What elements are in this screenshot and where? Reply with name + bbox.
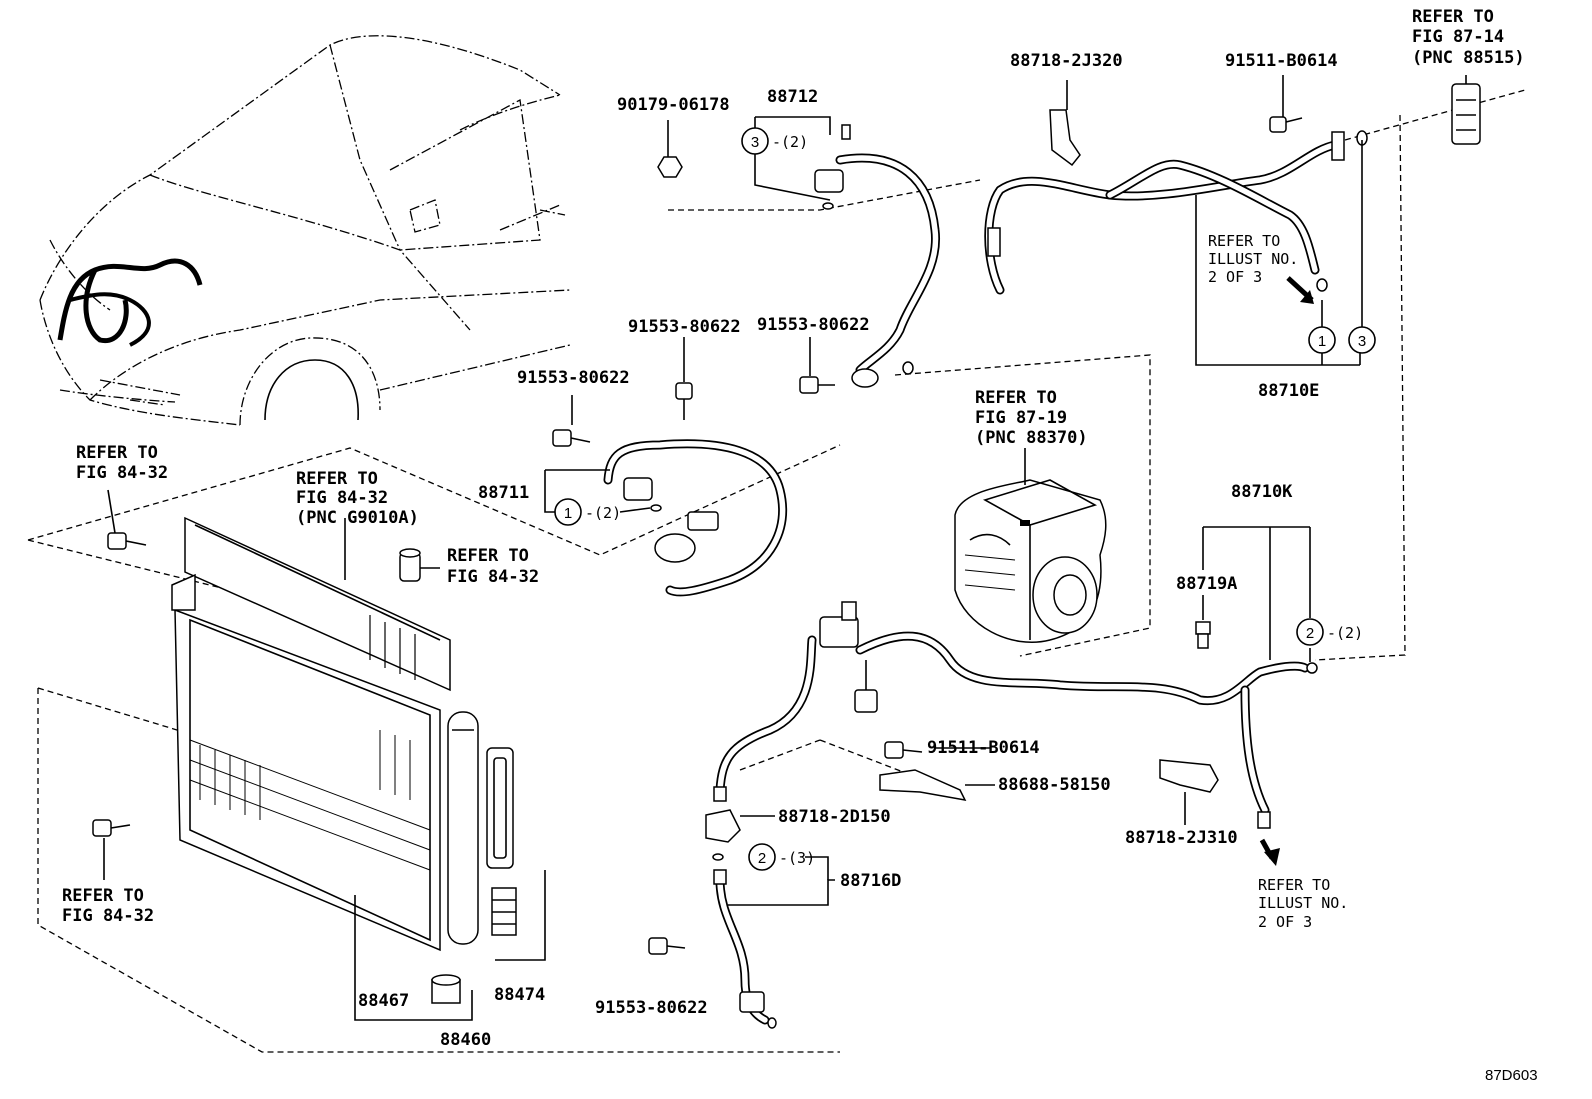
callout-2-88716D-num: 2 bbox=[758, 850, 766, 867]
label-88710K: 88710K bbox=[1231, 482, 1293, 502]
ref-fig-87-19: REFER TO FIG 87-19 (PNC 88370) bbox=[975, 388, 1088, 448]
label-88711: 88711 bbox=[478, 483, 529, 503]
callout-3-top-num: 3 bbox=[1358, 333, 1366, 350]
label-88716D: 88716D bbox=[840, 871, 901, 891]
ref-illust-top-l3: 2 OF 3 bbox=[1208, 268, 1262, 286]
diagram-code: 87D603 bbox=[1485, 1067, 1538, 1084]
bolt-91553-80622-a bbox=[552, 429, 591, 447]
callout-2-88710K: 2 -(2) bbox=[1296, 618, 1363, 646]
bolt-91553-80622-b bbox=[675, 382, 693, 420]
ref-fig-87-19-l1: REFER TO bbox=[975, 388, 1057, 408]
label-91553-80622-b: 91553-80622 bbox=[628, 317, 741, 337]
callout-3-88712: 3 -(2) bbox=[741, 127, 808, 155]
ref-fig-84-32-g9010a-l2: FIG 84-32 bbox=[296, 488, 388, 508]
condenser-assembly bbox=[171, 516, 546, 1021]
hose-88710K bbox=[713, 601, 1318, 829]
ref-fig-84-32-left-bottom: REFER TO FIG 84-32 bbox=[62, 886, 154, 926]
label-91511-B0614-mid: 91511-B0614 bbox=[927, 738, 1040, 758]
nut-90179-06178 bbox=[657, 156, 683, 178]
hose-88710E bbox=[984, 130, 1368, 295]
ref-illust-bottom-l3: 2 OF 3 bbox=[1258, 913, 1312, 931]
ref-fig-84-32-g9010a-l3: (PNC G9010A) bbox=[296, 508, 419, 528]
bracket-88710E bbox=[1195, 140, 1363, 366]
ref-fig-84-32-left-top-l1: REFER TO bbox=[76, 443, 158, 463]
clamp-88718-2J310 bbox=[1159, 759, 1219, 825]
ref-fig-84-32-left-top: REFER TO FIG 84-32 bbox=[76, 443, 168, 483]
callout-1-top-num: 1 bbox=[1318, 333, 1326, 350]
ref-illust-top-l1: REFER TO bbox=[1208, 232, 1280, 250]
ref-fig-87-14-l2: FIG 87-14 bbox=[1412, 27, 1504, 47]
label-88467: 88467 bbox=[358, 991, 409, 1011]
callout-1-88711-qty: -(2) bbox=[585, 504, 621, 522]
label-91553-80622-a: 91553-80622 bbox=[517, 368, 630, 388]
ref-fig-84-32-mid: REFER TO FIG 84-32 bbox=[447, 546, 539, 587]
ref-fig-84-32-mid-l2: FIG 84-32 bbox=[447, 567, 539, 587]
label-88710E: 88710E bbox=[1258, 381, 1319, 401]
bushing-mid bbox=[399, 548, 421, 582]
expansion-valve bbox=[1451, 75, 1481, 145]
callout-1-top: 1 bbox=[1308, 326, 1336, 354]
callout-2-88716D: 2 -(3) bbox=[748, 843, 815, 871]
label-91553-80622-c: 91553-80622 bbox=[757, 315, 870, 335]
label-88474: 88474 bbox=[494, 985, 545, 1005]
label-88718-2J320: 88718-2J320 bbox=[1010, 51, 1123, 71]
ref-fig-87-14-l1: REFER TO bbox=[1412, 7, 1494, 27]
bolt-left-bottom bbox=[92, 819, 131, 837]
ref-illust-bottom-l2: ILLUST NO. bbox=[1258, 894, 1348, 912]
label-88460: 88460 bbox=[440, 1030, 491, 1050]
bolt-left-top bbox=[107, 532, 147, 550]
callout-3-88712-num: 3 bbox=[751, 134, 759, 151]
ref-illust-bottom-l1: REFER TO bbox=[1258, 876, 1330, 894]
hose-88711 bbox=[603, 439, 788, 597]
bracket-88711 bbox=[544, 469, 651, 513]
ref-fig-84-32-g9010a-l1: REFER TO bbox=[296, 469, 378, 489]
clamp-88718-2D150 bbox=[705, 809, 775, 843]
callout-1-88711-num: 1 bbox=[564, 505, 572, 522]
label-88719A: 88719A bbox=[1176, 574, 1237, 594]
label-91553-80622-d: 91553-80622 bbox=[595, 998, 708, 1018]
ref-fig-84-32-g9010a: REFER TO FIG 84-32 (PNC G9010A) bbox=[296, 469, 419, 528]
callout-2-88710K-qty: -(2) bbox=[1327, 624, 1363, 642]
label-88718-2D150: 88718-2D150 bbox=[778, 807, 891, 827]
callout-3-88712-qty: -(2) bbox=[772, 133, 808, 151]
ref-illust-top-l2: ILLUST NO. bbox=[1208, 250, 1298, 268]
ref-fig-84-32-mid-l1: REFER TO bbox=[447, 546, 529, 566]
bracket-88710K bbox=[1202, 526, 1311, 662]
callout-2-88710K-num: 2 bbox=[1306, 625, 1314, 642]
callout-1-88711: 1 -(2) bbox=[554, 498, 621, 526]
bolt-91511-B0614-mid bbox=[884, 741, 990, 759]
compressor bbox=[954, 448, 1107, 643]
ref-fig-84-32-left-bottom-l2: FIG 84-32 bbox=[62, 906, 154, 926]
label-90179-06178: 90179-06178 bbox=[617, 95, 730, 115]
callout-2-88716D-qty: -(3) bbox=[779, 849, 815, 867]
ref-fig-84-32-left-top-l2: FIG 84-32 bbox=[76, 463, 168, 483]
ref-fig-87-19-l3: (PNC 88370) bbox=[975, 428, 1088, 448]
ref-illust-top: REFER TO ILLUST NO. 2 OF 3 bbox=[1208, 232, 1298, 286]
label-88712: 88712 bbox=[767, 87, 818, 107]
clamp-88718-2J320 bbox=[1049, 80, 1081, 167]
vehicle-outline bbox=[39, 35, 571, 426]
ref-illust-bottom: REFER TO ILLUST NO. 2 OF 3 bbox=[1258, 876, 1348, 931]
ref-fig-87-14: REFER TO FIG 87-14 (PNC 88515) bbox=[1412, 7, 1525, 68]
label-88688-58150: 88688-58150 bbox=[998, 775, 1111, 795]
callout-3-top: 3 bbox=[1348, 326, 1376, 354]
arrow-to-illust-bottom bbox=[1259, 838, 1280, 866]
label-91511-B0614-top: 91511-B0614 bbox=[1225, 51, 1338, 71]
label-88718-2J310: 88718-2J310 bbox=[1125, 828, 1238, 848]
ref-fig-87-19-l2: FIG 87-19 bbox=[975, 408, 1067, 428]
bracket-88688-58150 bbox=[879, 769, 995, 801]
ref-fig-84-32-left-bottom-l1: REFER TO bbox=[62, 886, 144, 906]
ref-fig-87-14-l3: (PNC 88515) bbox=[1412, 48, 1525, 68]
hose-88712 bbox=[814, 124, 941, 388]
hose-88716D bbox=[712, 853, 835, 1029]
bolt-91553-80622-c bbox=[799, 376, 835, 394]
bolt-91553-80622-d bbox=[648, 937, 686, 955]
bolt-91511-B0614-top bbox=[1269, 116, 1303, 133]
leader-lines bbox=[103, 75, 1284, 880]
pressure-switch-88719A bbox=[1195, 621, 1211, 649]
